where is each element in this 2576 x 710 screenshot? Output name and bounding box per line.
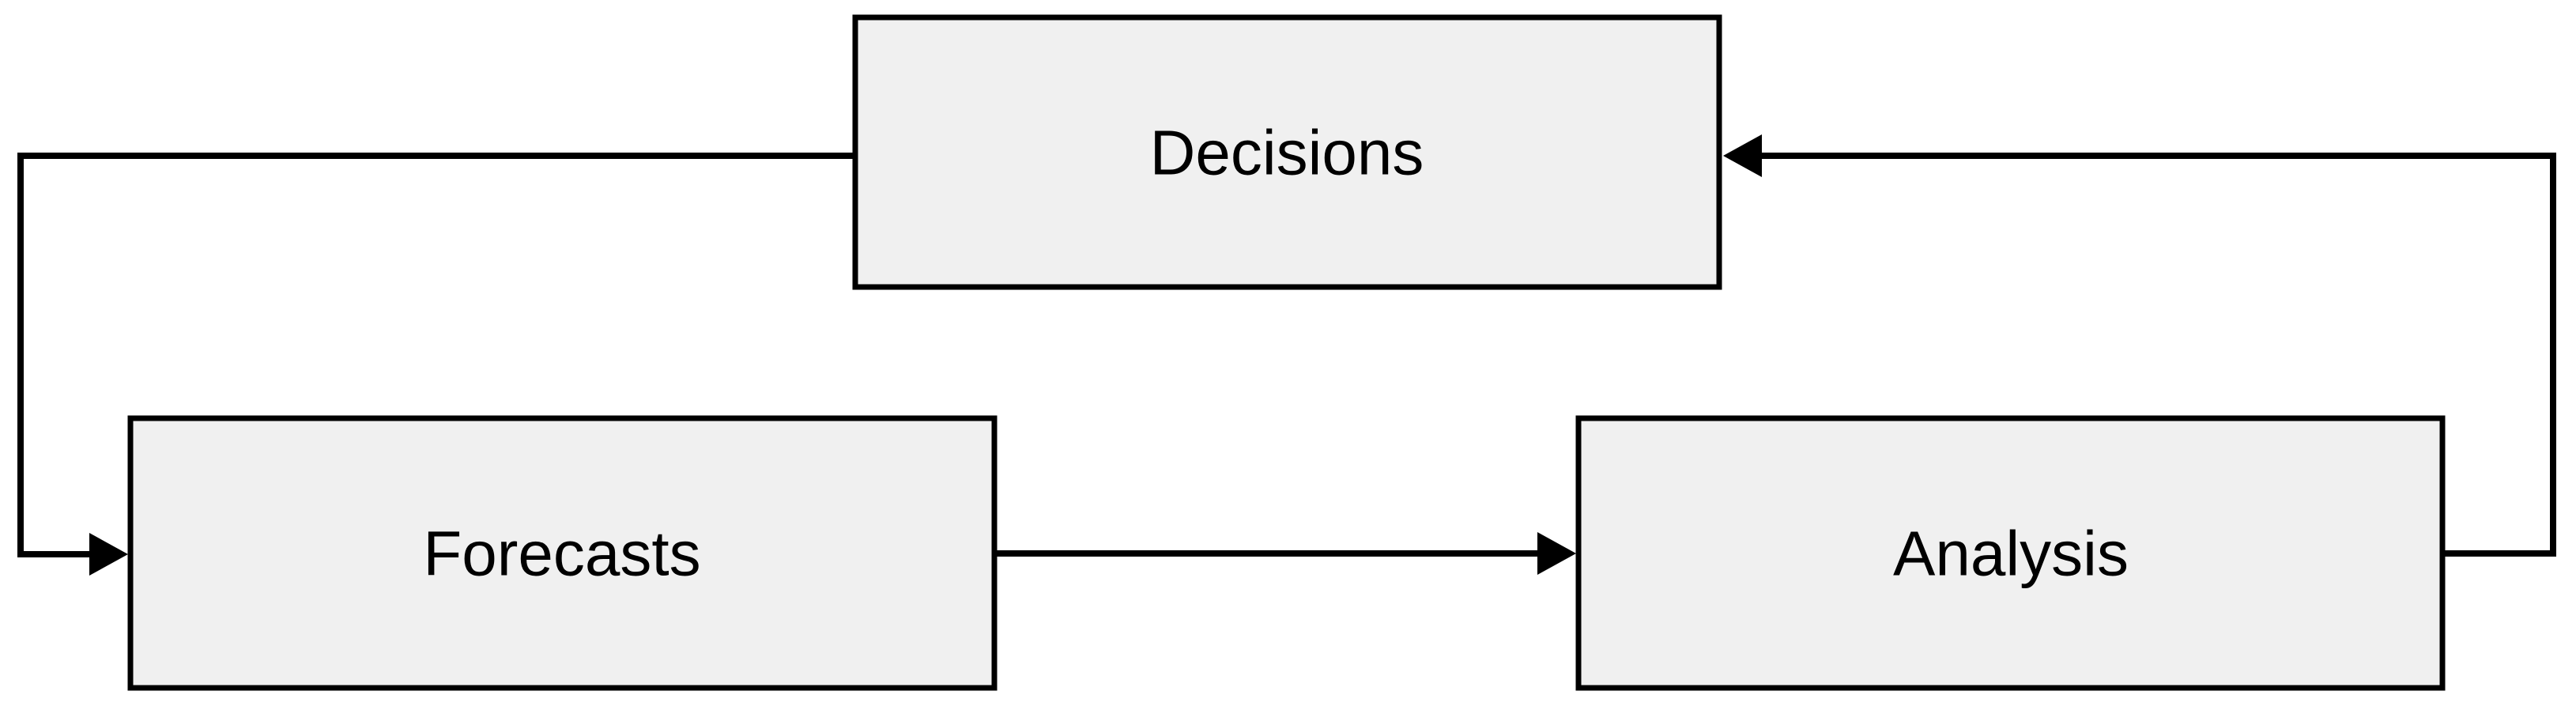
connector-analysis-to-decisions (1759, 153, 2556, 557)
node-analysis (1575, 415, 2446, 691)
connector-arrowheads (89, 134, 1762, 576)
arrowhead-into-analysis-icon (1537, 532, 1576, 575)
node-forecasts-label: Forecasts (423, 519, 700, 589)
arrowhead-into-forecasts-icon (89, 533, 128, 576)
node-forecasts (127, 415, 998, 691)
node-labels: Decisions Forecasts Analysis (423, 118, 2129, 589)
arrowhead-into-decisions-icon (1723, 134, 1762, 177)
connector-decisions-to-forecasts (17, 153, 855, 557)
node-shapes (127, 14, 2446, 691)
connector-lines (17, 153, 2556, 557)
node-decisions-label: Decisions (1150, 118, 1424, 188)
node-decisions (852, 14, 1722, 290)
node-analysis-label: Analysis (1893, 519, 2129, 589)
